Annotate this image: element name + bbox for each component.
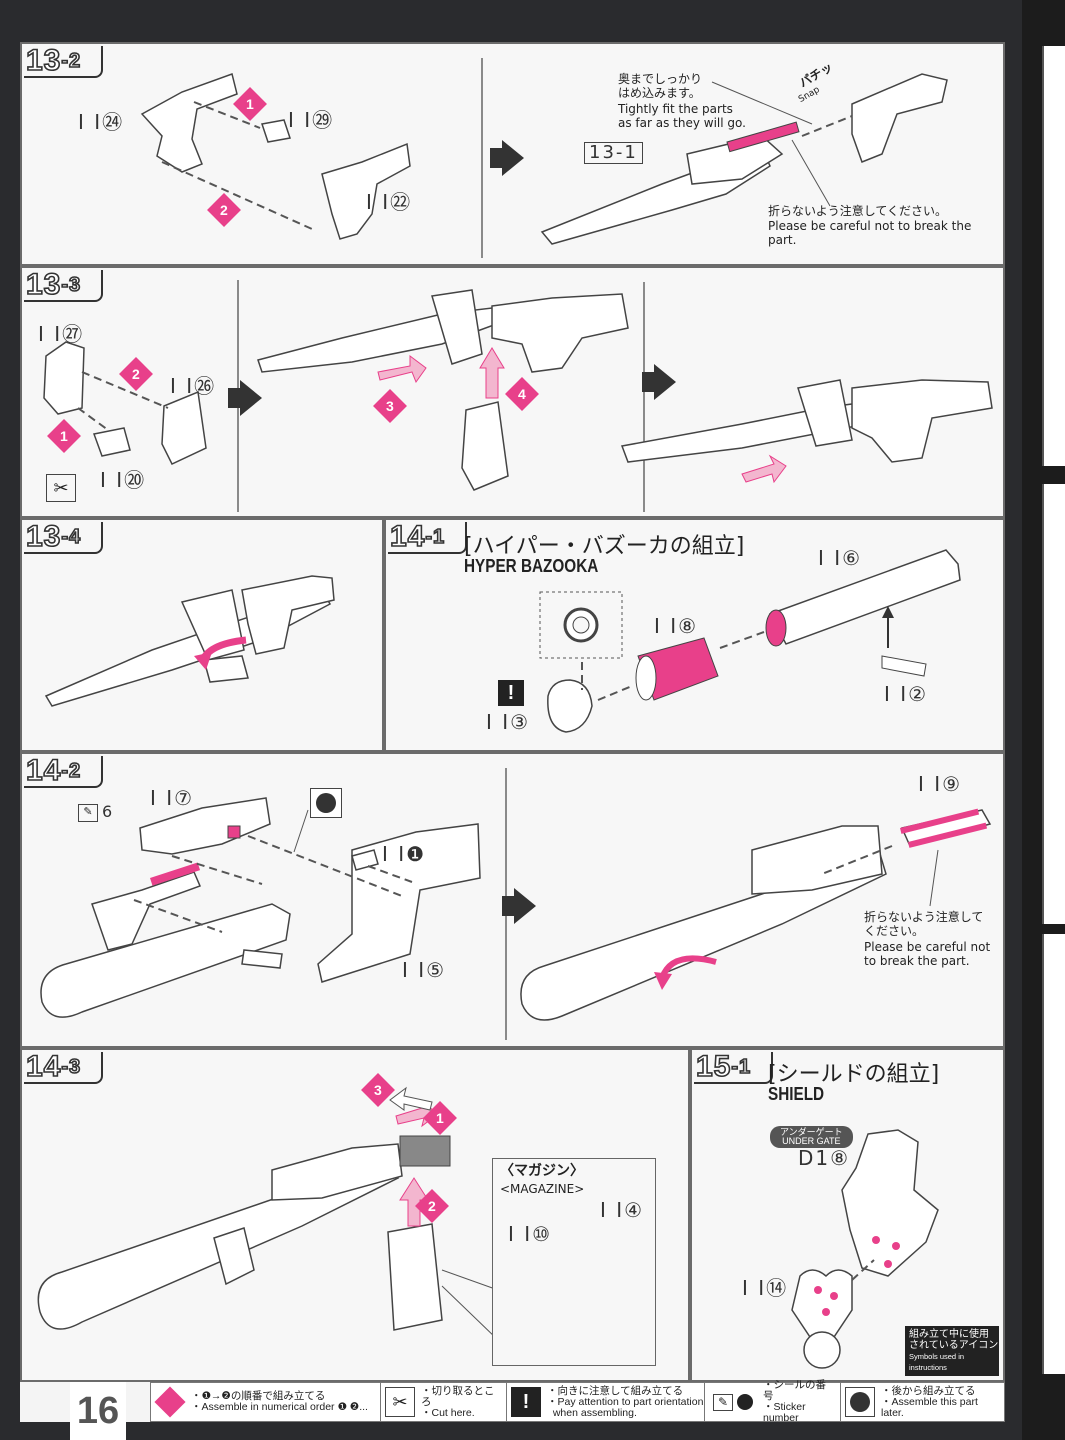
next-step-arrow-icon (490, 140, 524, 176)
symbols-info-box: 組み立て中に使用 されているアイコン Symbols used in instr… (905, 1326, 999, 1376)
legend-orientation: ! ・向きに注意して組み立てる・Pay attention to part or… (507, 1383, 705, 1421)
under-gate-en: UNDER GATE (782, 1136, 841, 1146)
magazine-title-en: <MAGAZINE> (500, 1182, 585, 1196)
step-14-1-illustration (539, 549, 961, 733)
legend-order-jp: ・❶→❷の順番で組み立てる (191, 1390, 326, 1402)
legend-cut: ✂ ・切り取るところ・Cut here. (381, 1383, 507, 1421)
step-13-4-illustration (44, 575, 335, 707)
step-14-1-panel: 14-1 [ハイパー・バズーカの組立] HYPER BAZOOKA ! I I③… (384, 518, 1005, 752)
step-number: 14-1 (388, 521, 468, 554)
part-label: I I⑦ (150, 786, 195, 810)
step-13-3-illustration (43, 280, 993, 512)
magazine-title-jp: 〈マガジン〉 (500, 1163, 584, 1179)
step-number: 13-2 (24, 45, 104, 78)
step-number: 13-3 (24, 269, 104, 302)
part-label: I I❶ (382, 842, 427, 866)
break-note-jp: 折らないよう注意して ください。 (864, 910, 984, 938)
assemble-later-icon (845, 1387, 875, 1417)
part-label: I I⑧ (654, 614, 699, 638)
part-label: D1⑧ (798, 1146, 851, 1170)
legend-sticker-jp: ・シールの番号 (763, 1379, 826, 1402)
part-label: I I⑥ (818, 546, 863, 570)
next-step-arrow-icon (228, 380, 262, 416)
step-number: 15-1 (694, 1051, 774, 1084)
sticker-icon: ✎ (78, 804, 98, 822)
step-14-3-panel: 14-3 3 1 2 〈マガジン〉 <MAGAZINE> I I⑩ I I④ (20, 1048, 690, 1382)
section-title-en: SHIELD (768, 1084, 825, 1104)
section-title-en: HYPER BAZOOKA (464, 556, 599, 576)
under-gate-jp: アンダーゲート (780, 1127, 843, 1137)
part-label: I I㉙ (288, 108, 335, 132)
orientation-warning-icon: ! (511, 1387, 541, 1417)
legend-later-jp: ・後から組み立てる (881, 1384, 976, 1397)
orientation-warning-icon: ! (498, 680, 524, 706)
step-number: 14-3 (24, 1051, 104, 1084)
part-label: I I⑨ (918, 772, 963, 796)
legend-orientation-en: ・Pay attention to part orientation when … (547, 1395, 704, 1419)
adjacent-page-card (1042, 484, 1065, 924)
nipper-icon: ✂ (46, 474, 76, 502)
step-13-2-panel: 13-2 I I㉔ I I㉙ I I㉒ 1 2 13-1 奥までしっかり はめ (20, 42, 1005, 266)
legend-sticker: ✎ ・シールの番号・Sticker number (705, 1379, 841, 1424)
sticker-number: 6 (102, 802, 115, 821)
magazine-detail-box (492, 1158, 656, 1366)
next-step-arrow-icon (502, 888, 536, 924)
step-13-3-panel: 13-3 I I㉗ I I㉖ I I⑳ 2 1 3 4 ✂ (20, 266, 1005, 518)
step-13-2-illustration (140, 58, 948, 258)
break-note-en: Please be careful not to break the part. (864, 940, 991, 968)
assemble-later-icon (310, 788, 342, 818)
part-label: I I㉒ (366, 190, 413, 214)
part-label: I I③ (486, 710, 531, 734)
legend-later-en: ・Assemble this part later. (881, 1395, 978, 1419)
next-step-arrow-icon (642, 364, 676, 400)
symbols-info-en: Symbols used in instructions (909, 1352, 965, 1372)
legend-orientation-jp: ・向きに注意して組み立てる (547, 1384, 684, 1397)
legend-order: ・❶→❷の順番で組み立てる・Assemble in numerical orde… (151, 1383, 381, 1421)
section-title-jp: [シールドの組立] (768, 1062, 940, 1087)
step-number: 14-2 (24, 755, 104, 788)
legend-assemble-later: ・後から組み立てる・Assemble this part later. (841, 1383, 1004, 1421)
legend-sticker-en: ・Sticker number (763, 1401, 806, 1424)
fit-note-en: Tightly fit the parts as far as they wil… (618, 102, 746, 130)
step-14-2-panel: 14-2 ✎ 6 I I⑦ (20, 752, 1005, 1048)
part-label: I I⑳ (100, 468, 147, 492)
step-13-4-panel: 13-4 (20, 518, 384, 752)
step-15-1-panel: 15-1 [シールドの組立] SHIELD アンダーゲート UNDER GATE… (690, 1048, 1005, 1382)
part-label: I I㉔ (78, 110, 125, 134)
adjacent-page-card (1042, 46, 1065, 466)
nipper-icon: ✂ (385, 1387, 415, 1417)
order-badge-icon (154, 1386, 186, 1418)
symbol-legend: ・❶→❷の順番で組み立てる・Assemble in numerical orde… (150, 1379, 1005, 1424)
under-gate-label: アンダーゲート UNDER GATE (770, 1126, 853, 1148)
part-label: I I㉗ (38, 322, 85, 346)
section-title-jp: [ハイパー・バズーカの組立] (464, 534, 745, 559)
part-label: I I④ (600, 1198, 645, 1222)
part-label: I I⑭ (742, 1276, 789, 1300)
step-number: 13-4 (24, 521, 104, 554)
legend-order-en: ・Assemble in numerical order ❶ ❷... (191, 1401, 368, 1413)
break-note-en: Please be careful not to break the part. (768, 219, 972, 247)
legend-cut-en: ・Cut here. (421, 1406, 475, 1419)
reference-step: 13-1 (584, 142, 643, 164)
adjacent-page-card (1042, 934, 1065, 1374)
part-label: I I㉖ (170, 374, 217, 398)
part-label: I I⑤ (402, 958, 447, 982)
part-label: I I⑩ (508, 1222, 553, 1246)
break-note-jp: 折らないよう注意してください。 (768, 204, 948, 218)
legend-cut-jp: ・切り取るところ (421, 1384, 495, 1408)
step-14-2-illustration (40, 768, 992, 1040)
fit-note-jp: 奥までしっかり はめ込みます。 (618, 72, 703, 100)
sticker-icon: ✎ (709, 1387, 757, 1417)
symbols-info-jp: 組み立て中に使用 されているアイコン (909, 1329, 999, 1351)
page-number: 16 (70, 1382, 126, 1440)
step-15-1-illustration (791, 1129, 939, 1369)
part-label: I I② (884, 682, 929, 706)
